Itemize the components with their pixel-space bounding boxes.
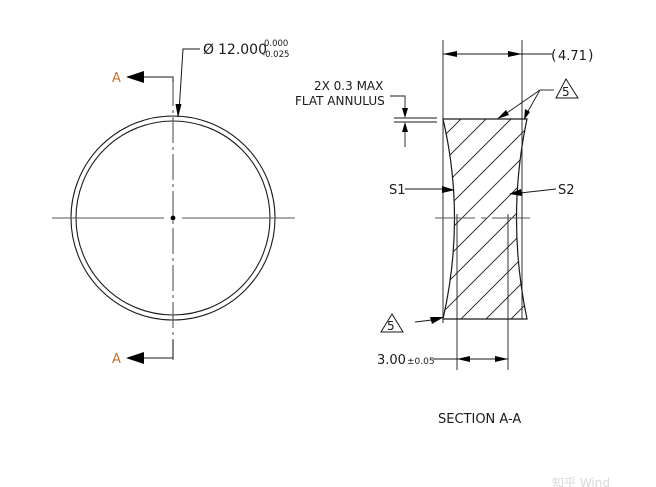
- surface-label-s1: S1: [389, 183, 406, 198]
- center-thickness-tolerance: ±0.05: [407, 357, 435, 367]
- section-arrow-bottom-leader: [142, 340, 174, 359]
- diameter-tolerance-upper: 0.000: [264, 39, 288, 49]
- note-arrow-top-2-icon: [524, 109, 530, 120]
- dim-arrow-right-icon: [508, 51, 522, 57]
- dim-arrow-left-icon: [443, 51, 457, 57]
- section-arrow-top-icon: [126, 71, 144, 83]
- note-leader-top-1: [503, 89, 541, 116]
- section-arrow-bottom-icon: [126, 352, 144, 364]
- section-label-top: A: [112, 71, 121, 86]
- section-arrow-top-leader: [142, 76, 174, 82]
- front-view: A A Ø 12.000 0.000 -0.025: [52, 39, 295, 367]
- diameter-symbol: Ø: [203, 42, 214, 58]
- center-thickness-value: 3.00: [377, 353, 406, 368]
- thickness-arrow-left-icon: [457, 356, 470, 362]
- dim-paren-close: ): [588, 48, 593, 64]
- dim-paren-open: (: [551, 48, 556, 64]
- overall-width-value: 4.71: [558, 49, 587, 64]
- watermark: 知乎 Wind: [552, 476, 610, 487]
- s2-leader: [519, 188, 557, 194]
- s2-arrow-icon: [509, 189, 522, 196]
- diameter-leader: [178, 48, 200, 113]
- note-flag-bottom-number: 5: [387, 319, 395, 333]
- note-flag-bottom-icon: [380, 313, 404, 333]
- lens-section-profile: [442, 118, 528, 320]
- diameter-value: 12.000: [218, 42, 267, 58]
- flat-annulus-leader: [390, 95, 406, 112]
- diameter-arrow-icon: [175, 104, 182, 118]
- section-view: ( 4.71 ) 2X 0.3 MAX FLAT ANNULUS S1 S2 5…: [295, 40, 593, 427]
- note-leader-top-2: [526, 89, 541, 114]
- section-title: SECTION A-A: [438, 412, 521, 427]
- note-flag-top-number: 5: [562, 85, 570, 99]
- note-arrow-bottom-icon: [430, 317, 444, 324]
- flat-annulus-note-line1: 2X 0.3 MAX: [314, 79, 383, 93]
- note-flag-bottom-leader: [414, 319, 433, 323]
- section-label-bottom: A: [112, 352, 121, 367]
- thickness-arrow-right-icon: [495, 356, 508, 362]
- flat-annulus-note-line2: FLAT ANNULUS: [295, 94, 385, 108]
- surface-label-s2: S2: [558, 183, 575, 198]
- flat-annulus-arrow-bottom-icon: [402, 122, 408, 132]
- s1-arrow-icon: [442, 186, 455, 193]
- flat-annulus-arrow-top-icon: [402, 108, 408, 118]
- note-arrow-top-1-icon: [497, 110, 509, 119]
- center-point: [170, 215, 176, 221]
- diameter-tolerance-lower: -0.025: [262, 50, 289, 60]
- note-flag-top-icon: [555, 78, 579, 99]
